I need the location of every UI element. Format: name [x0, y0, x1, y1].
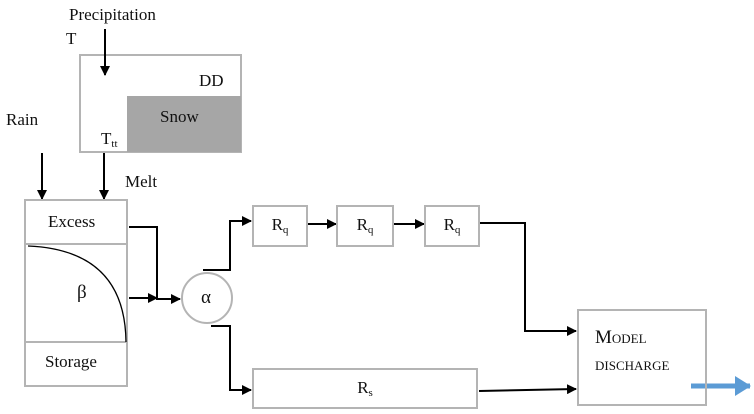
temperature-label: T [66, 29, 77, 48]
rq3-sub: q [454, 224, 461, 236]
quick-reservoir-2: Rq [336, 205, 394, 247]
snow-label: Snow [160, 107, 199, 126]
alpha-node [181, 272, 233, 324]
model-discharge-box: MODEL DISCHARGE [577, 309, 707, 406]
alpha-to-quick-connector [203, 216, 252, 271]
degree-day-label: DD [199, 71, 224, 90]
excess-label: Excess [48, 212, 96, 231]
rq1-base: R [271, 215, 283, 234]
slow-reservoir: Rs [252, 368, 478, 409]
threshold-temp-base: T [101, 129, 112, 148]
quick-reservoir-3: Rq [424, 205, 480, 247]
quick-reservoir-1: Rq [252, 205, 308, 247]
model-label: MODEL [595, 327, 647, 348]
beta-label: β [77, 282, 87, 303]
storage-label: Storage [45, 352, 97, 371]
excess-connector [129, 226, 181, 304]
beta-curve [27, 245, 127, 343]
alpha-label: α [201, 287, 211, 308]
rs-sub: s [368, 386, 373, 399]
rq3-base: R [443, 215, 455, 234]
rq1-sub: q [282, 224, 289, 236]
rq2-sub: q [367, 224, 374, 236]
threshold-temp-label: Ttt [101, 130, 118, 150]
slow-to-output-connector [478, 384, 577, 395]
precipitation-label: Precipitation [69, 5, 156, 24]
snow-storage-fill [127, 96, 241, 152]
rain-label: Rain [6, 110, 39, 129]
quick-to-output-connector [474, 222, 577, 336]
alpha-to-slow-connector [211, 325, 252, 395]
soil-tank-box [24, 199, 128, 387]
rq2-base: R [356, 215, 368, 234]
discharge-label: DISCHARGE [595, 358, 670, 373]
rs-base: R [357, 377, 369, 397]
melt-label: Melt [125, 172, 158, 191]
threshold-temp-sub: tt [111, 138, 118, 150]
